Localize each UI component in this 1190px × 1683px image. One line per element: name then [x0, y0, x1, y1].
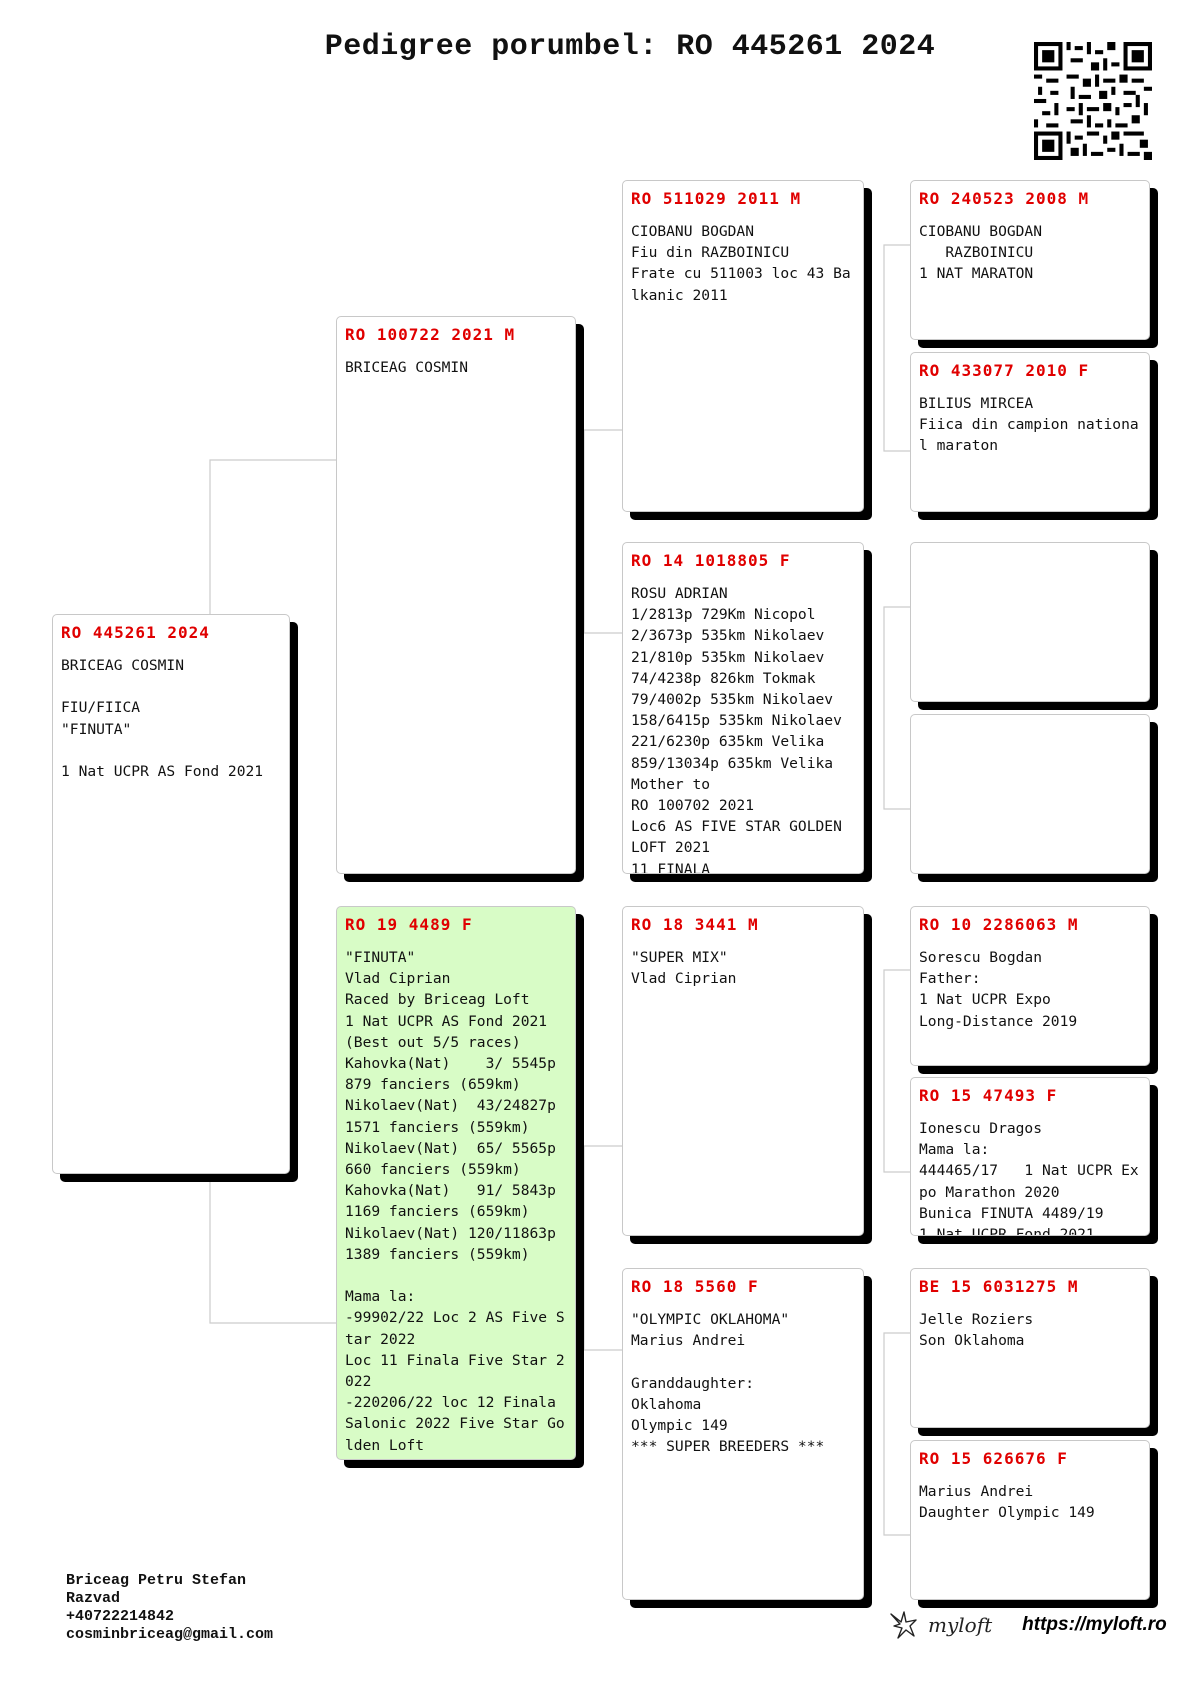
ring-number: RO 445261 2024 [61, 623, 210, 642]
owner-name: Briceag Petru Stefan [66, 1572, 247, 1589]
card-notes: ROSU ADRIAN 1/2813p 729Km Nicopol 2/3673… [631, 585, 842, 874]
pedigree-card-sire-dam: RO 14 1018805 F ROSU ADRIAN 1/2813p 729K… [622, 542, 864, 874]
ring-number: RO 15 47493 F [919, 1086, 1058, 1105]
pedigree-card-ssd: RO 433077 2010 F BILIUS MIRCEA Fiica din… [910, 352, 1150, 512]
ring-number: RO 511029 2011 M [631, 189, 802, 208]
card-notes: "OLYMPIC OKLAHOMA" Marius Andrei Grandda… [631, 1311, 825, 1456]
page-title: Pedigree porumbel: RO 445261 2024 [324, 30, 936, 64]
pedigree-card-sds [910, 542, 1150, 702]
owner-email: cosminbriceag@gmail.com [66, 1626, 274, 1643]
card-notes: Sorescu Bogdan Father: 1 Nat UCPR Expo L… [919, 949, 1078, 1030]
card-notes: BRICEAG COSMIN FIU/FIICA "FINUTA" 1 Nat … [61, 657, 264, 781]
card-notes: "FINUTA" Vlad Ciprian Raced by Briceag L… [345, 949, 565, 1454]
card-notes: BRICEAG COSMIN [345, 359, 469, 376]
owner-contact-block: Briceag Petru Stefan Razvad +40722214842… [66, 1572, 273, 1644]
ring-number: RO 18 3441 M [631, 915, 759, 934]
pedigree-card-dam: RO 19 4489 F "FINUTA" Vlad Ciprian Raced… [336, 906, 576, 1460]
card-notes: CIOBANU BOGDAN RAZBOINICU 1 NAT MARATON [919, 223, 1043, 283]
ring-number: RO 10 2286063 M [919, 915, 1079, 934]
pedigree-card-sdd [910, 714, 1150, 874]
card-notes: Ionescu Dragos Mama la: 444465/17 1 Nat … [919, 1120, 1139, 1236]
card-notes: Jelle Roziers Son Oklahoma [919, 1311, 1034, 1350]
owner-phone: +40722214842 [66, 1608, 175, 1625]
card-notes: CIOBANU BOGDAN Fiu din RAZBOINICU Frate … [631, 223, 851, 304]
card-notes: BILIUS MIRCEA Fiica din campion national… [919, 395, 1139, 455]
ring-number: RO 100722 2021 M [345, 325, 516, 344]
card-notes: "SUPER MIX" Vlad Ciprian [631, 949, 737, 988]
pigeon-logo-icon [890, 1611, 917, 1639]
ring-number: RO 433077 2010 F [919, 361, 1090, 380]
myloft-branding: myloft https://myloft.ro [888, 1605, 1167, 1645]
brand-logo-text: myloft [928, 1613, 993, 1637]
ring-number: RO 18 5560 F [631, 1277, 759, 1296]
ring-number: RO 14 1018805 F [631, 551, 791, 570]
ring-number: RO 240523 2008 M [919, 189, 1090, 208]
ring-number: RO 19 4489 F [345, 915, 473, 934]
brand-url-link[interactable]: https://myloft.ro [1022, 1614, 1167, 1635]
pedigree-card-subject: RO 445261 2024 BRICEAG COSMIN FIU/FIICA … [52, 614, 290, 1174]
card-notes: Marius Andrei Daughter Olympic 149 [919, 1483, 1095, 1522]
pedigree-card-dss: RO 10 2286063 M Sorescu Bogdan Father: 1… [910, 906, 1150, 1066]
pedigree-card-ddd: RO 15 626676 F Marius Andrei Daughter Ol… [910, 1440, 1150, 1600]
pedigree-card-sss: RO 240523 2008 M CIOBANU BOGDAN RAZBOINI… [910, 180, 1150, 340]
ring-number: BE 15 6031275 M [919, 1277, 1079, 1296]
ring-number: RO 15 626676 F [919, 1449, 1068, 1468]
pedigree-card-dam-dam: RO 18 5560 F "OLYMPIC OKLAHOMA" Marius A… [622, 1268, 864, 1600]
qr-code-icon [1034, 42, 1152, 160]
pedigree-card-dam-sire: RO 18 3441 M "SUPER MIX" Vlad Ciprian [622, 906, 864, 1236]
pedigree-card-dds: BE 15 6031275 M Jelle Roziers Son Oklaho… [910, 1268, 1150, 1428]
pedigree-card-dsd: RO 15 47493 F Ionescu Dragos Mama la: 44… [910, 1077, 1150, 1236]
pedigree-card-sire: RO 100722 2021 M BRICEAG COSMIN [336, 316, 576, 874]
owner-name-continued: Razvad [66, 1590, 121, 1607]
pedigree-card-sire-sire: RO 511029 2011 M CIOBANU BOGDAN Fiu din … [622, 180, 864, 512]
